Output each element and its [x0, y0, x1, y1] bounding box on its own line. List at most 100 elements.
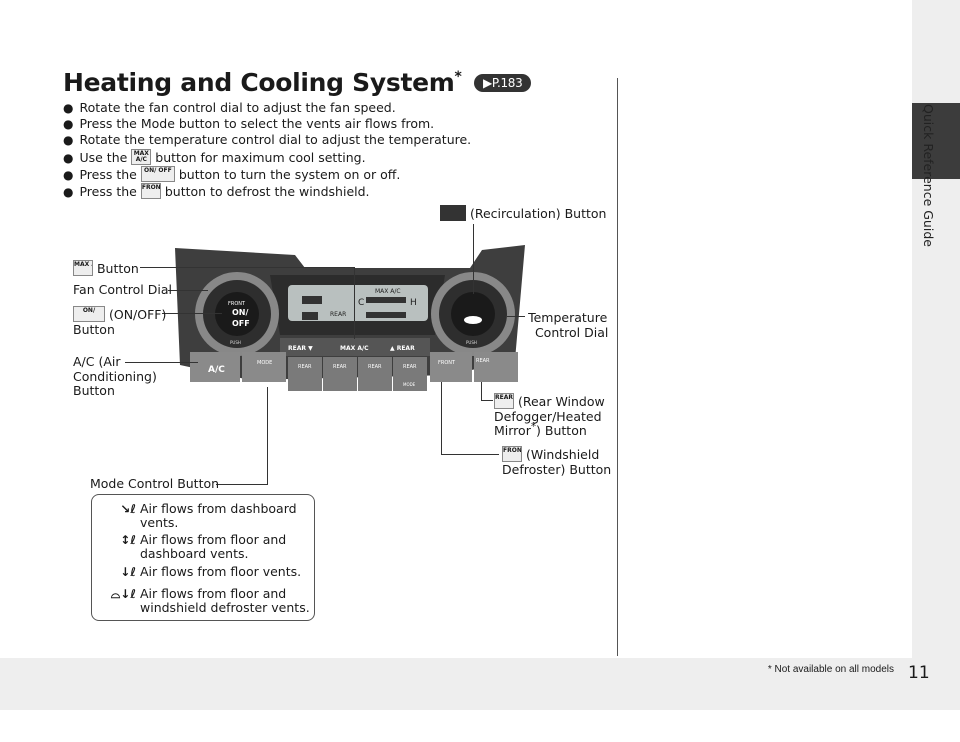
- callout-text: Button: [73, 321, 115, 337]
- callout-text: Temperature: [528, 310, 608, 325]
- recirculation-callout: (Recirculation) Button: [440, 205, 606, 222]
- leader-line: [216, 484, 268, 485]
- floor-dashboard-vent-icon: ↕ℓ: [120, 533, 136, 547]
- on-off-icon: ON/: [73, 306, 105, 322]
- max-ac-icon: MAX A/C: [73, 260, 93, 276]
- max-ac-label: MAX A/C: [340, 345, 369, 352]
- callout-text: A/C (Air: [73, 354, 121, 369]
- instruction-list: Rotate the fan control dial to adjust th…: [63, 100, 471, 200]
- footnote-mark: *: [530, 420, 537, 433]
- list-item: Press the FRONT button to defrost the wi…: [63, 183, 471, 200]
- callout-text: Defroster) Button: [502, 461, 612, 477]
- list-item: Press the ON/ OFF button to turn the sys…: [63, 165, 471, 183]
- display-max-ac: MAX A/C: [375, 288, 401, 295]
- list-item: Press the Mode button to select the vent…: [63, 116, 471, 132]
- callout-text: (Windshield: [525, 447, 600, 462]
- mode-label: MODE: [257, 360, 272, 366]
- text: Press the: [79, 184, 137, 200]
- push-label: PUSH: [230, 340, 241, 345]
- mode-callout: Mode Control Button: [90, 476, 220, 491]
- fan-dial-callout: Fan Control Dial: [73, 282, 172, 297]
- leader-line: [267, 387, 268, 484]
- legend-text: vents.: [140, 515, 179, 530]
- display-rear: REAR: [330, 311, 346, 318]
- rear-fan-down-button: [323, 357, 357, 391]
- callout-text: Conditioning): [73, 368, 157, 384]
- leader-line: [473, 224, 474, 294]
- page-number: 11: [908, 663, 930, 683]
- callout-text: (Recirculation) Button: [469, 206, 607, 221]
- rear-up-button: [380, 338, 430, 356]
- on-off-callout: ON/ (ON/OFF)Button: [73, 306, 166, 337]
- page-ref-link[interactable]: ▶P.183: [473, 74, 532, 92]
- footer-band: [0, 658, 960, 710]
- legend-text: Air flows from floor and: [140, 586, 287, 601]
- leader-line: [481, 382, 482, 400]
- leader-line: [507, 316, 525, 317]
- rear-label: REAR: [368, 364, 382, 370]
- off-label: OFF: [232, 319, 250, 328]
- callout-text: Button: [96, 261, 139, 276]
- legend-text: Air flows from dashboard: [140, 501, 297, 516]
- rear-label: REAR: [476, 358, 490, 364]
- rear-down-button: [280, 338, 330, 356]
- callout-text: (Rear Window: [517, 394, 605, 409]
- display-c: C: [358, 298, 364, 308]
- dashboard-vent-icon: ↘ℓ: [120, 502, 136, 516]
- callout-text: Defogger/Heated: [494, 408, 602, 424]
- footnote: * Not available on all models: [767, 664, 894, 675]
- max-ac-button: [330, 338, 380, 356]
- text: button to defrost the windshield.: [164, 184, 370, 200]
- callout-text: Button: [73, 383, 115, 398]
- text: Press the: [79, 166, 137, 182]
- section-label: Quick Reference Guide: [921, 104, 936, 247]
- legend-text: Air flows from floor and: [140, 532, 287, 547]
- legend-item: Air flows from floor vents.: [140, 564, 302, 579]
- rear-down-label: REAR ▼: [288, 345, 313, 352]
- front-label: FRONT: [228, 301, 246, 307]
- list-item: Rotate the temperature control dial to a…: [63, 132, 471, 148]
- title-mark: *: [454, 69, 462, 85]
- rear-defogger-button: [474, 352, 518, 382]
- list-item: Rotate the fan control dial to adjust th…: [63, 100, 471, 116]
- callout-text: Mirror: [494, 423, 531, 438]
- page-title: Heating and Cooling System* ▶P.183: [63, 68, 532, 97]
- leader-line: [481, 400, 493, 401]
- rear-fan-up-button: [358, 357, 392, 391]
- rear-on-off-button: [288, 357, 322, 391]
- text: button to turn the system on or off.: [178, 166, 401, 182]
- leader-line: [162, 313, 222, 314]
- section-tab[interactable]: [912, 103, 960, 179]
- recirculation-icon: [440, 205, 466, 221]
- callout-text: Control Dial: [534, 324, 609, 340]
- rear-label: REAR: [298, 364, 312, 370]
- rear-label: REAR: [403, 364, 417, 370]
- max-ac-icon: MAX A/C: [131, 148, 152, 165]
- legend-text: windshield defroster vents.: [140, 600, 310, 615]
- recirculation-button: [451, 292, 495, 336]
- page-ref: P.183: [491, 76, 523, 90]
- ac-label: A/C: [208, 365, 225, 375]
- floor-defrost-vent-icon: ⌓↓ℓ: [110, 587, 136, 601]
- callout-text: (ON/OFF): [108, 307, 167, 322]
- rear-defogger-icon: REAR: [494, 393, 514, 409]
- leader-line: [140, 267, 354, 268]
- front-defrost-icon: FRONT: [140, 183, 161, 200]
- callout-text: ) Button: [536, 423, 587, 438]
- rear-up-label: ▲ REAR: [390, 345, 415, 352]
- title-text: Heating and Cooling System: [63, 68, 455, 97]
- floor-vent-icon: ↓ℓ: [120, 565, 136, 579]
- rear-mode-button: [393, 357, 427, 391]
- column-divider: [617, 78, 618, 656]
- on-off-icon: ON/ OFF: [140, 165, 175, 182]
- leader-line: [354, 267, 355, 339]
- display-h: H: [410, 298, 417, 308]
- front-defrost-button: [430, 352, 472, 382]
- leader-line: [168, 290, 208, 291]
